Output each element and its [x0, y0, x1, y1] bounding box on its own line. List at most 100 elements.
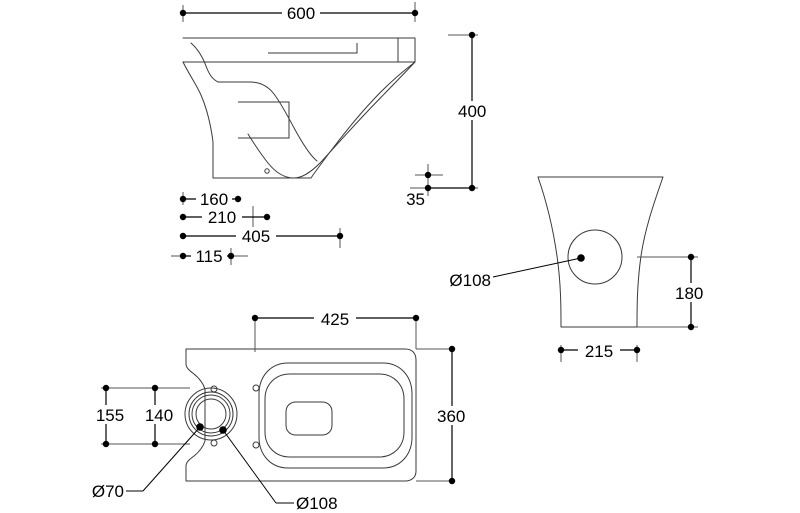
dimension-210: 210 — [179, 206, 271, 232]
dim-label-160: 160 — [200, 190, 228, 209]
plan-fixing-hole-top-right — [252, 384, 260, 392]
dim-label-400: 400 — [458, 102, 486, 121]
dim-label-215: 215 — [585, 342, 613, 361]
dim-label-425: 425 — [321, 310, 349, 329]
leader-line-d108-plan — [222, 429, 277, 504]
dim-dot-140-bottom — [151, 440, 159, 448]
dim-text-bg-425 — [314, 308, 356, 327]
dim-text-bg-600 — [282, 3, 320, 22]
side-fixing-hole — [264, 168, 270, 174]
dim-text-bg-360 — [434, 406, 476, 425]
side-bowl-inner-curve — [247, 61, 416, 179]
dim-text-bg-160 — [196, 190, 232, 208]
dimension-215: 215 — [557, 341, 641, 362]
dimension-425: 425 — [251, 308, 420, 352]
dim-dot-140-top — [151, 384, 159, 392]
dim-dot-35-right — [424, 184, 432, 192]
plan-outlet-boss-outer — [184, 387, 238, 441]
dim-label-180: 180 — [675, 284, 703, 303]
plan-view: 425 360 155 — [89, 308, 476, 513]
leader-line-d108-rear — [492, 257, 582, 278]
plan-seat-rim-outer — [258, 362, 413, 469]
plan-seat-rim-inner — [264, 373, 405, 458]
dim-label-405: 405 — [242, 227, 270, 246]
side-elevation-view: 600 400 35 — [171, 2, 495, 266]
dim-text-bg-215 — [578, 341, 620, 359]
plan-fixing-hole-top-left — [210, 385, 218, 393]
dim-dot-215-right — [633, 346, 641, 354]
dim-dot-405-left — [179, 232, 187, 240]
dimension-405: 405 — [179, 227, 344, 248]
dim-label-115: 115 — [195, 247, 222, 266]
rear-elevation-view: Ø108 180 215 — [449, 176, 712, 362]
dim-dot-360-top — [448, 345, 456, 353]
dimension-600: 600 — [179, 2, 419, 23]
dim-label-35: 35 — [406, 190, 425, 209]
dimension-400: 400 — [410, 31, 495, 192]
side-bowl-front-curve — [310, 61, 416, 179]
dim-dot-180-bottom — [687, 323, 695, 331]
dim-dot-405-right — [336, 232, 344, 240]
leader-dot-d70 — [196, 423, 204, 431]
dim-dot-600-left — [179, 9, 187, 17]
dim-dot-215-left — [557, 346, 565, 354]
dimension-35: 35 — [406, 164, 472, 209]
dim-dot-400-top — [468, 31, 476, 39]
leader-d70: Ø70 — [92, 423, 204, 501]
leader-dot-d108-plan — [219, 426, 227, 434]
dim-label-140: 140 — [145, 406, 173, 425]
dimension-140: 140 — [138, 384, 190, 448]
side-seat-step — [268, 43, 358, 54]
dim-dot-425-left — [251, 314, 259, 322]
dim-dot-115-right — [227, 252, 235, 260]
side-access-panel — [238, 101, 290, 139]
dim-dot-210-right — [263, 213, 271, 221]
plan-fixing-hole-bottom-left — [210, 439, 218, 447]
rear-outlet-circle — [567, 229, 623, 285]
dim-dot-160-right — [234, 195, 242, 203]
dim-dot-180-top — [687, 253, 695, 261]
dimension-155: 155 — [89, 384, 163, 448]
plan-outlet-boss-mid — [188, 391, 234, 437]
dim-text-bg-140 — [138, 405, 180, 424]
dim-dot-115-left — [179, 252, 187, 260]
plan-body-outline — [185, 348, 417, 482]
side-top-slab — [182, 37, 416, 63]
plan-outlet-dia108 — [191, 394, 231, 434]
plan-bowl-detail — [285, 401, 333, 436]
plan-outlet-dia70 — [195, 398, 227, 430]
dimension-160: 160 — [179, 190, 242, 209]
leader-dot-d108-rear — [577, 254, 585, 262]
dim-dot-360-bottom — [448, 477, 456, 485]
side-bowl-profile — [190, 42, 318, 162]
dimension-115: 115 — [171, 247, 248, 266]
dim-label-600: 600 — [287, 4, 315, 23]
leader-d108-plan: Ø108 — [219, 426, 338, 513]
dim-dot-210-left — [179, 213, 187, 221]
plan-fixing-hole-bottom-right — [252, 441, 260, 449]
dim-label-360: 360 — [437, 407, 465, 426]
dim-dot-155-bottom — [102, 440, 110, 448]
dim-dot-160-left — [179, 195, 187, 203]
dim-text-bg-180 — [672, 283, 712, 302]
dim-dot-600-right — [411, 9, 419, 17]
dim-label-210: 210 — [208, 208, 236, 227]
side-body-profile — [182, 61, 312, 179]
dim-text-bg-405 — [236, 227, 276, 245]
dim-dot-155-top — [102, 384, 110, 392]
dim-label-155: 155 — [96, 406, 124, 425]
dimension-180: 180 — [637, 253, 712, 331]
dim-label-d108-rear: Ø108 — [449, 271, 491, 290]
dim-dot-425-right — [412, 314, 420, 322]
dim-text-bg-400 — [455, 101, 495, 120]
rear-body-outline — [537, 176, 664, 328]
dim-label-d108-plan: Ø108 — [296, 494, 338, 513]
dim-text-bg-210 — [202, 208, 242, 226]
dim-text-bg-115 — [191, 247, 227, 265]
dim-label-d70: Ø70 — [92, 482, 124, 501]
leader-line-d70 — [142, 426, 201, 492]
dim-dot-35-left — [424, 171, 432, 179]
dimension-360: 360 — [416, 345, 476, 485]
